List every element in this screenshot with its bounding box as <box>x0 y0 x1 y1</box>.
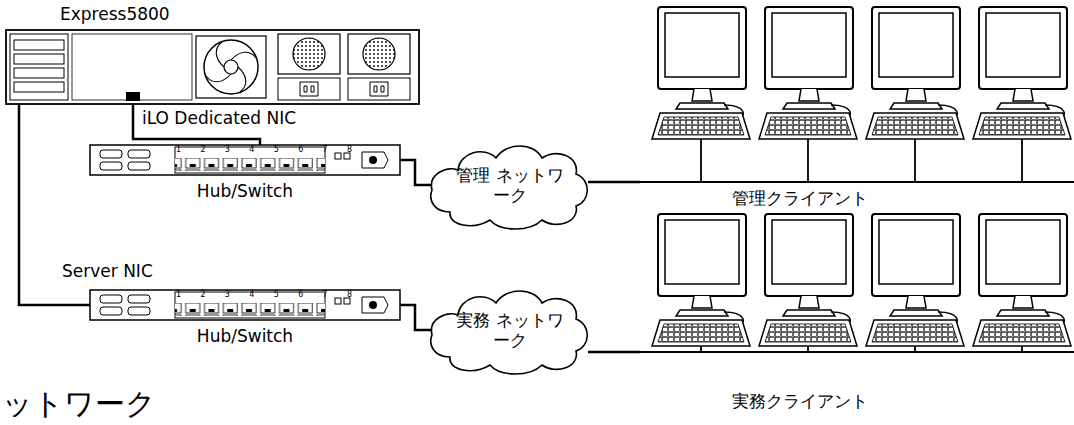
client-monitors <box>640 214 1074 352</box>
port-numbers: 1 2 3 4 5 6 7 8 <box>176 145 361 155</box>
network-cable <box>588 351 640 354</box>
network-label: 実務 ネットワーク <box>451 310 570 351</box>
hub-device <box>90 145 400 175</box>
nic-label: Server NIC <box>60 261 155 281</box>
network-cable <box>400 305 431 330</box>
nic-label: iLO Dedicated NIC <box>140 108 298 128</box>
network-cable <box>588 181 640 184</box>
node-label: Hub/Switch <box>197 326 293 346</box>
client-monitors <box>640 7 1074 182</box>
network-cloud: 管理 ネットワーク <box>430 140 590 230</box>
node-label: 実務クライアント <box>732 391 868 411</box>
client-group: 管理クライアント <box>640 0 1074 210</box>
port-numbers: 1 2 3 4 5 6 7 8 <box>176 290 361 300</box>
server-box: Express5800 <box>5 0 420 108</box>
client-group: 実務クライアント <box>640 217 1074 415</box>
network-cloud: 実務 ネットワーク <box>430 285 590 375</box>
section-heading: ットワーク <box>2 386 156 422</box>
network-label: 管理 ネットワーク <box>451 165 570 206</box>
network-cable <box>400 160 431 185</box>
server-chassis <box>6 30 419 104</box>
node-label: 管理クライアント <box>732 188 868 208</box>
node-label: Express5800 <box>60 4 170 24</box>
hub-device <box>90 290 400 320</box>
node-label: Hub/Switch <box>197 181 293 201</box>
